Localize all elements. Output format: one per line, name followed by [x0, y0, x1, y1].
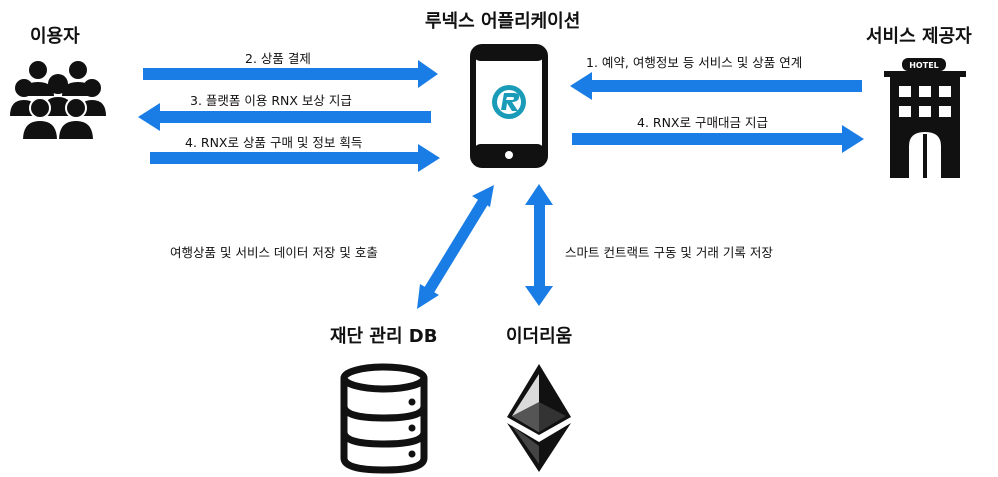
- arrow-purchase: [150, 144, 440, 172]
- eth-title: 이더리움: [506, 326, 573, 347]
- arrow-settle: [572, 125, 864, 153]
- label-contract: 스마트 컨트랙트 구동 및 거래 기록 저장: [565, 245, 773, 260]
- arrow-db: [417, 185, 494, 309]
- label-purchase: 4. RNX로 상품 구매 및 정보 획득: [185, 135, 363, 150]
- hotel-building-icon: HOTEL: [884, 58, 966, 178]
- arrow-reward: [138, 103, 431, 131]
- label-db-store: 여행상품 및 서비스 데이터 저장 및 호출: [170, 245, 378, 260]
- arrow-eth: [525, 184, 553, 306]
- users-group-icon: [10, 61, 106, 141]
- ethereum-icon: [507, 364, 571, 472]
- arrow-link: [570, 72, 862, 100]
- arrow-payment: [143, 60, 438, 88]
- app-title: 루넥스 어플리케이션: [425, 11, 581, 32]
- hotel-sign-text: HOTEL: [909, 61, 939, 70]
- label-reward: 3. 플랫폼 이용 RNX 보상 지급: [190, 93, 352, 108]
- label-settle: 4. RNX로 구매대금 지급: [637, 115, 768, 130]
- db-title: 재단 관리 DB: [330, 326, 438, 347]
- user-title: 이용자: [30, 26, 80, 47]
- label-payment: 2. 상품 결제: [245, 51, 311, 66]
- smartphone-icon: [470, 44, 548, 168]
- label-link: 1. 예약, 여행정보 등 서비스 및 상품 연계: [586, 55, 803, 70]
- database-icon: [340, 363, 428, 474]
- provider-title: 서비스 제공자: [866, 26, 972, 47]
- runex-logo-icon: [492, 85, 526, 119]
